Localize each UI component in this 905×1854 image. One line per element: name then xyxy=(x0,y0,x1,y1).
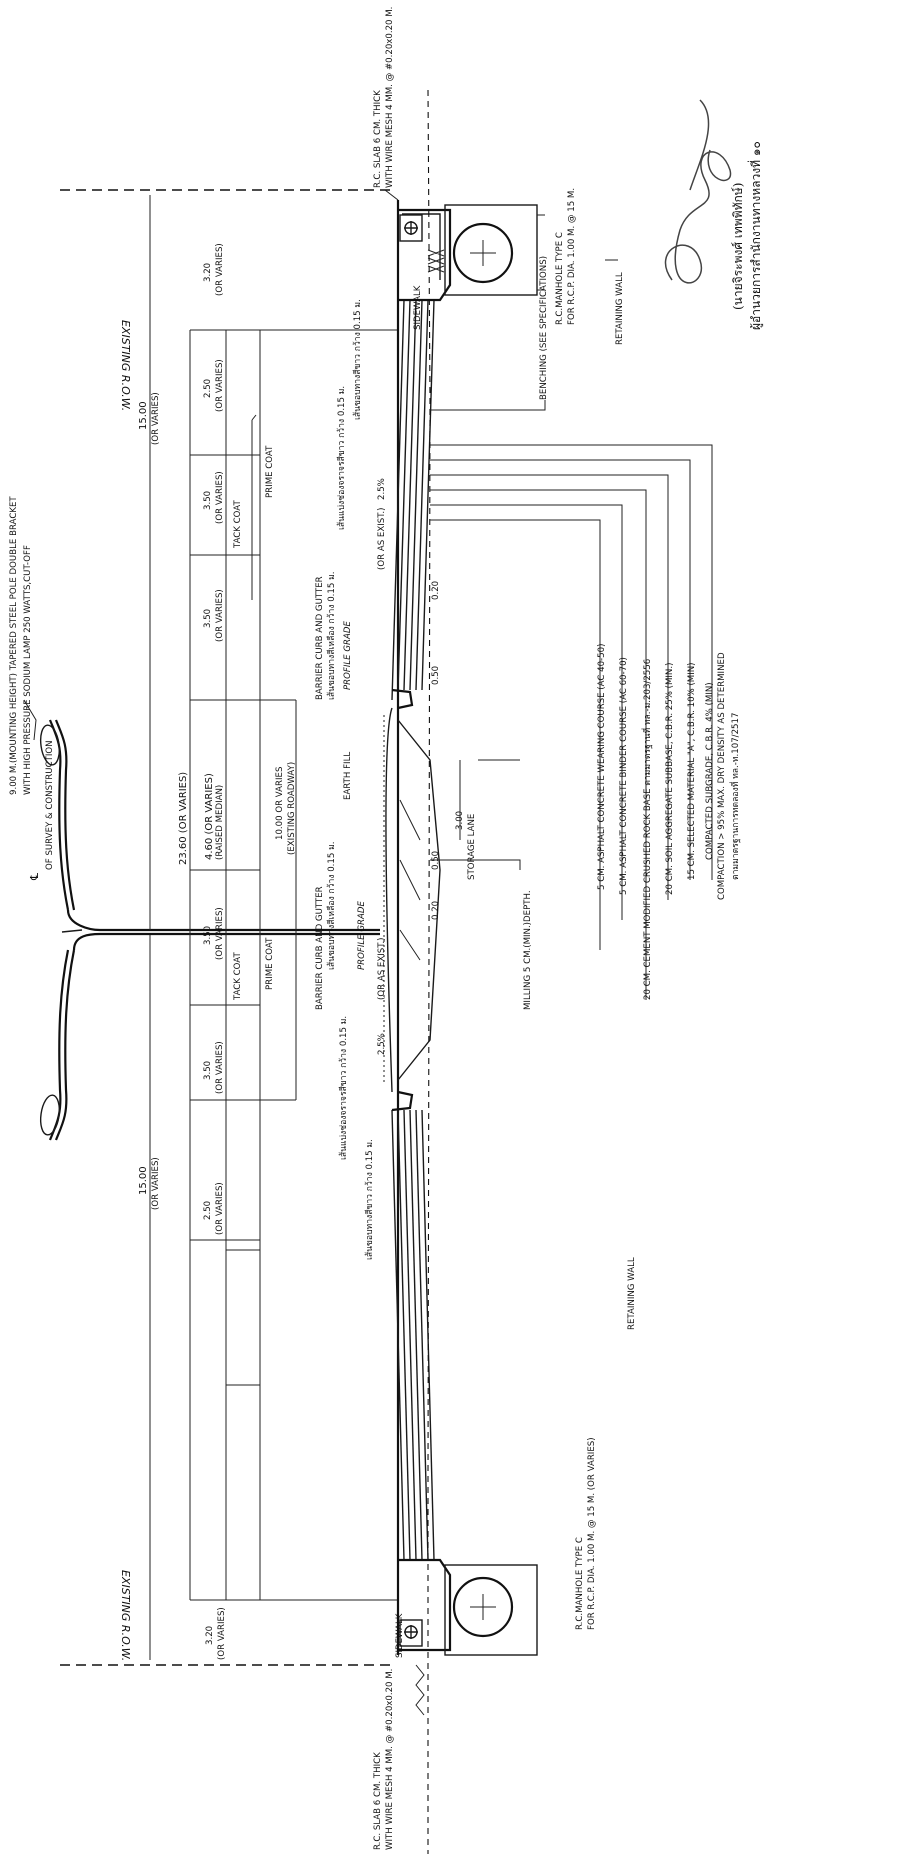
curb-top-label: BARRIER CURB AND GUTTER xyxy=(315,576,325,700)
dim-parking-bottom-note: (OR VARIES) xyxy=(215,1182,225,1235)
layer-6: COMPACTED SUBGRADE, C.B.R. 4% (MIN) xyxy=(705,682,715,860)
row-bottom-label: EXISTING R.O.W. xyxy=(119,1570,132,1661)
layer-4: 20 CM. SOIL AGGREGATE SUBBASE, C.B.R. 25… xyxy=(665,663,675,895)
dim-sidewalk-top: 3.20 xyxy=(203,263,213,282)
dim-lane-c: 3.50 xyxy=(203,926,213,945)
gutter-b: 0.50 xyxy=(431,851,441,870)
dim-road-width: 23.60 (OR VARIES) xyxy=(178,772,189,865)
manhole-top-a: R.C.MANHOLE TYPE C xyxy=(555,232,565,325)
lamp-spec-text: WITH HIGH PRESSURE SODIUM LAMP 250 WATTS… xyxy=(23,545,33,795)
slope-top-note: (OR AS EXIST.) xyxy=(377,507,387,570)
dim-sidewalk-bottom: 3.20 xyxy=(205,1626,215,1645)
sidewalk-bottom-label: SIDEWALK xyxy=(395,1613,405,1658)
dim-median: 4.60 (OR VARIES) xyxy=(204,773,215,860)
dim-15-top-note: (OR VARIES) xyxy=(151,392,161,445)
dim-lane-d: 3.50 xyxy=(203,1061,213,1080)
retaining-bottom: RETAINING WALL xyxy=(627,1257,637,1330)
layer-leaders xyxy=(430,400,713,1000)
slope-bottom: 2.5% xyxy=(377,1033,387,1055)
dimension-lines xyxy=(189,329,398,1601)
yellow-line-top: เส้นขอบทางสีเหลือง กว้าง 0.15 ม. xyxy=(326,572,337,700)
slab-bottom-b: WITH WIRE MESH 4 MM. @ #0.20x0.20 M. xyxy=(385,1669,395,1850)
dim-15-bottom: 15.00 xyxy=(138,1166,149,1195)
centerline-symbol: ℄ xyxy=(28,873,41,881)
centerline-label: OF SURVEY & CONSTRUCTION xyxy=(45,740,55,870)
dim-lane-b-note: (OR VARIES) xyxy=(215,589,225,642)
signatory-title: ผู้อำนวยการสำนักงานทางหลวงที่ ๑๐ xyxy=(747,141,764,330)
dim-parking-top: 2.50 xyxy=(203,379,213,398)
signature-scribble xyxy=(664,99,732,284)
curb-b: 0.20 xyxy=(431,901,441,920)
dim-15-top: 15.00 xyxy=(138,401,149,430)
benching-label: BENCHING (SEE SPECIFICATIONS) xyxy=(539,256,549,400)
manhole-bottom-b: FOR R.C.P. DIA. 1.00 M. @ 15 M. (OR VARI… xyxy=(587,1437,597,1630)
dim-lane-d-note: (OR VARIES) xyxy=(215,1041,225,1094)
profile-grade-top: PROFILE GRADE xyxy=(343,621,353,690)
signatory-name: (นายจิระพงศ์ เทพพิทักษ์) xyxy=(731,183,745,310)
profile-grade-bottom: PROFILE GRADE xyxy=(357,901,367,970)
earth-fill-label: EARTH FILL xyxy=(343,752,353,800)
slope-top: 2.5% xyxy=(377,478,387,500)
layer-7: COMPACTION > 95% MAX. DRY DENSITY AS DET… xyxy=(717,652,727,900)
manhole-top-b: FOR R.C.P. DIA. 1.00 M. @ 15 M. xyxy=(567,188,577,325)
slab-top-a: R.C. SLAB 6 CM. THICK xyxy=(373,90,383,188)
slab-top-b: WITH WIRE MESH 4 MM. @ #0.20x0.20 M. xyxy=(385,7,395,188)
row-lines xyxy=(60,189,390,1666)
layer-8: ตามมาตรฐานการทดลองที่ ทล.-ท.107/2517 xyxy=(729,713,741,880)
white-lane-bottom: เส้นแบ่งช่องจราจรสีขาว กว้าง 0.15 ม. xyxy=(338,1016,349,1160)
sidewalk-top-label: SIDEWALK xyxy=(413,285,423,330)
dim-existing-road-note: (EXISTING ROADWAY) xyxy=(287,762,297,855)
prime-coat-bottom: PRIME COAT xyxy=(265,937,275,990)
dim-parking-top-note: (OR VARIES) xyxy=(215,359,225,412)
retaining-top: RETAINING WALL xyxy=(615,272,625,345)
dim-median-note: (RAISED MEDIAN) xyxy=(215,785,225,860)
pavement-section xyxy=(383,89,545,1854)
white-edge-top: เส้นขอบทางสีขาว กว้าง 0.15 ม. xyxy=(352,299,363,420)
white-edge-bottom: เส้นขอบทางสีขาว กว้าง 0.15 ม. xyxy=(364,1139,375,1260)
gutter-a: 0.50 xyxy=(431,666,441,685)
layer-5: 15 CM. SELECTED MATERIAL "A", C.B.R. 10%… xyxy=(687,662,697,880)
dim-existing-road: 10.00 OR VARIES xyxy=(275,767,285,840)
prime-coat-top: PRIME COAT xyxy=(265,445,275,498)
layer-1: 5 CM. ASPHALT CONCRETE WEARING COURSE (A… xyxy=(597,644,607,890)
dim-lane-b: 3.50 xyxy=(203,609,213,628)
white-lane-top: เส้นแบ่งช่องจราจรสีขาว กว้าง 0.15 ม. xyxy=(336,386,347,530)
tack-coat-top: TACK COAT xyxy=(233,499,243,549)
storage-lane-label: STORAGE LANE xyxy=(467,814,477,880)
dim-sidewalk-top-note: (OR VARIES) xyxy=(215,243,225,296)
lighting-pole xyxy=(39,719,380,1141)
dim-sidewalk-bottom-note: (OR VARIES) xyxy=(217,1607,227,1660)
yellow-line-bottom: เส้นขอบทางสีเหลือง กว้าง 0.15 ม. xyxy=(326,842,337,970)
manhole-bottom-a: R.C.MANHOLE TYPE C xyxy=(575,1537,585,1630)
pole-spec-text: 9.00 M.(MOUNTING HEIGHT) TAPERED STEEL P… xyxy=(9,496,19,795)
slab-bottom-a: R.C. SLAB 6 CM. THICK xyxy=(373,1752,383,1850)
curb-bottom-label: BARRIER CURB AND GUTTER xyxy=(315,886,325,1010)
milling-label: MILLING 5 CM.(MIN.)DEPTH. xyxy=(523,890,533,1010)
dim-lane-c-note: (OR VARIES) xyxy=(215,907,225,960)
layer-3: 20 CM. CEMENT MODIFIED CRUSHED ROCK BASE… xyxy=(641,659,653,1000)
dim-15-bottom-note: (OR VARIES) xyxy=(151,1157,161,1210)
layer-2: 5 CM. ASPHALT CONCRETE BINDER COURSE (AC… xyxy=(619,657,629,895)
dim-parking-bottom: 2.50 xyxy=(203,1201,213,1220)
row-top-label: EXISTING R.O.W. xyxy=(119,320,132,411)
dim-lane-a-note: (OR VARIES) xyxy=(215,471,225,524)
tack-coat-bottom: TACK COAT xyxy=(233,951,243,1001)
dim-lane-a: 3.50 xyxy=(203,491,213,510)
slope-bottom-note: (OR AS EXIST.) xyxy=(377,937,387,1000)
curb-a: 0.20 xyxy=(431,581,441,600)
